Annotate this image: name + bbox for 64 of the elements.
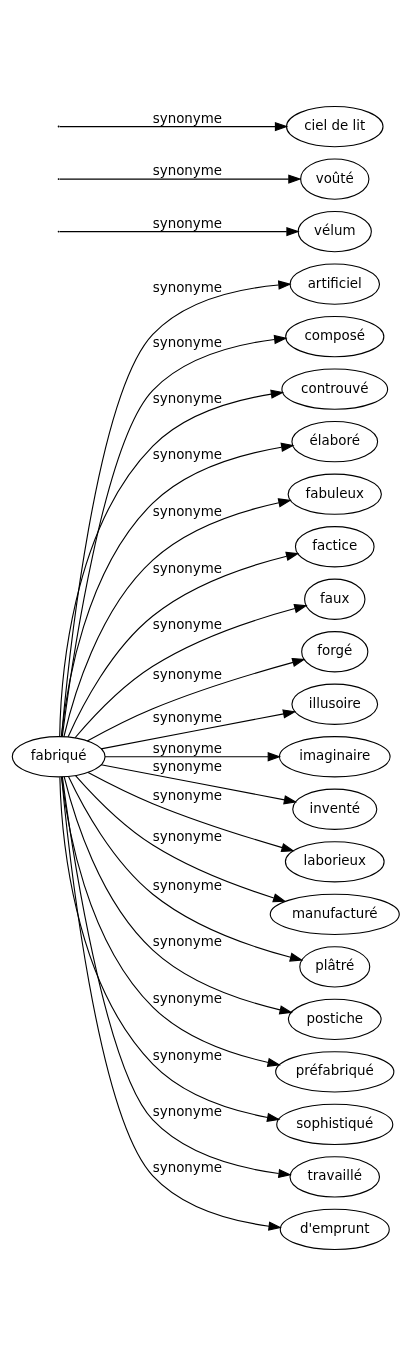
edge-label: synonyme (152, 828, 223, 844)
node-ellipse: fabuleux (287, 473, 382, 515)
arrow (59, 389, 285, 737)
node-ellipse: d'emprunt (279, 1208, 390, 1250)
node-ellipse: vélum (297, 210, 372, 252)
arrow (100, 708, 297, 749)
node-ellipse: artificiel (289, 262, 381, 305)
node-ellipse: sophistiqué (276, 1103, 394, 1145)
arrow (61, 776, 282, 1231)
edge-label: synonyme (152, 1047, 223, 1063)
edge-label: synonyme (152, 666, 223, 682)
node-ellipse: controuvé (281, 368, 389, 410)
node-ellipse: forgé (301, 630, 369, 672)
node-ellipse: laborieux (284, 840, 385, 882)
edge-label: synonyme (152, 990, 223, 1006)
arrow (63, 497, 292, 737)
edge-label: synonyme (152, 110, 223, 126)
arrow (59, 226, 300, 236)
arrow (87, 771, 295, 852)
edge-label: synonyme (152, 503, 223, 519)
node-ellipse: illusoire (291, 683, 379, 725)
arrow (74, 603, 308, 738)
arrow (59, 121, 289, 131)
arrow (74, 774, 287, 902)
node-ellipse: postiche (287, 998, 382, 1040)
arrow (68, 775, 304, 962)
edge-label: synonyme (152, 215, 223, 231)
node-ellipse: inventé (292, 788, 378, 830)
arrow (59, 776, 281, 1122)
edge-label: synonyme (152, 1159, 223, 1175)
node-ellipse: fabriqué (11, 735, 106, 777)
arrow (86, 657, 306, 742)
arrow (104, 751, 282, 761)
node-ellipse: composé (285, 315, 385, 357)
arrow (100, 763, 298, 804)
edge-label: synonyme (152, 1103, 223, 1119)
edge-label: synonyme (152, 933, 223, 949)
node-ellipse: élaboré (291, 420, 379, 462)
node-ellipse: préfabriqué (275, 1050, 395, 1093)
edge-label: synonyme (152, 446, 223, 462)
edge-label: synonyme (152, 616, 223, 632)
edge-label: synonyme (152, 334, 223, 350)
node-ellipse: imaginaire (278, 735, 391, 777)
edge-label: synonyme (152, 758, 223, 774)
arrow (60, 442, 295, 737)
edge-label: synonyme (152, 709, 223, 725)
edge-label: synonyme (152, 162, 223, 178)
edge-label: synonyme (152, 390, 223, 406)
arrow (63, 775, 293, 1014)
node-ellipse: faux (304, 578, 366, 620)
arrow (61, 776, 281, 1067)
node-ellipse: voûté (300, 157, 370, 200)
arrow (59, 173, 302, 184)
edge-label: synonyme (152, 877, 223, 893)
arrow (67, 551, 300, 737)
edge-label: synonyme (152, 279, 223, 294)
edge-label: synonyme (152, 740, 223, 756)
arrow (61, 775, 292, 1178)
node-ellipse: travaillé (289, 1155, 381, 1198)
edge-label: synonyme (152, 787, 223, 803)
node-ellipse: plâtré (299, 945, 371, 987)
edge-label: synonyme (152, 560, 223, 576)
node-ellipse: factice (294, 525, 375, 567)
node-ellipse: ciel de lit (285, 105, 384, 147)
